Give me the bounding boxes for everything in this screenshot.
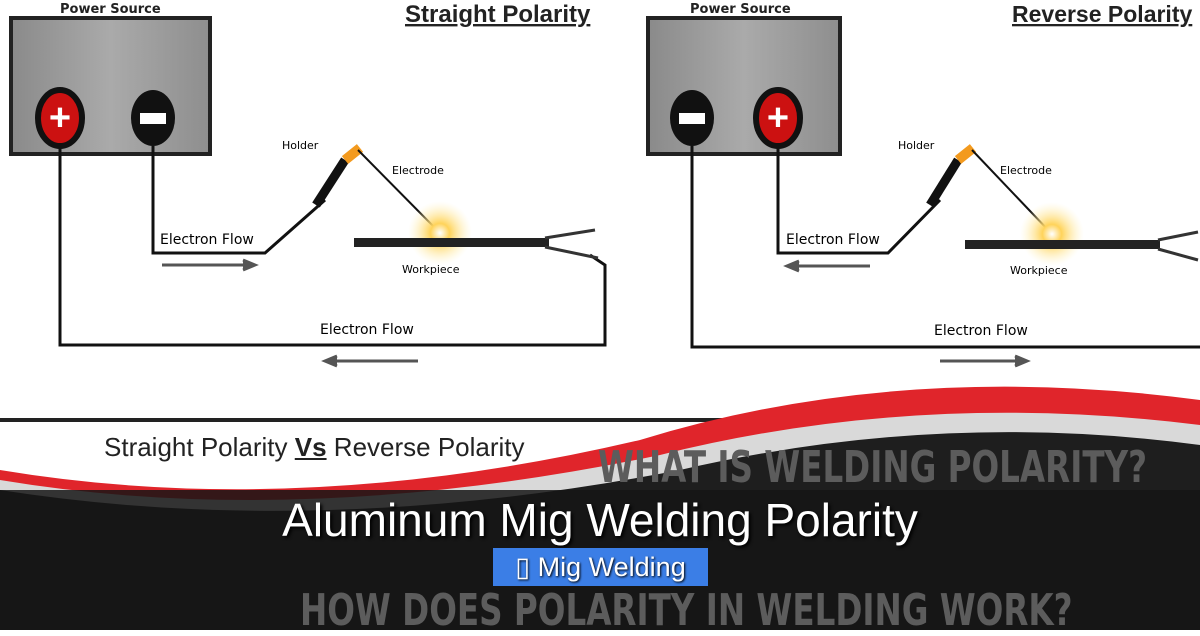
svg-text:Holder: Holder bbox=[898, 139, 935, 152]
straight-polarity-title: Straight Polarity bbox=[405, 1, 591, 28]
svg-text:Electrode: Electrode bbox=[1000, 164, 1052, 177]
arrow-right-icon bbox=[940, 354, 1031, 368]
svg-text:Electron Flow: Electron Flow bbox=[160, 232, 254, 248]
reverse-polarity-panel: Power Source + Reverse Polarity Holder E… bbox=[646, 1, 1200, 368]
holder bbox=[312, 157, 349, 208]
straight-polarity-panel: Power Source + Straight Polarity Holder … bbox=[9, 1, 607, 368]
arrow-left-icon bbox=[783, 259, 870, 273]
minus-icon bbox=[679, 113, 705, 124]
minus-icon bbox=[140, 113, 166, 124]
svg-text:Workpiece: Workpiece bbox=[1010, 264, 1068, 277]
workpiece bbox=[965, 240, 1160, 249]
svg-text:Electron Flow: Electron Flow bbox=[320, 322, 414, 338]
category-badge[interactable]: ▯ Mig Welding bbox=[493, 548, 708, 586]
diagram-caption: Straight Polarity Vs Reverse Polarity bbox=[104, 432, 525, 462]
arrow-right-icon bbox=[162, 258, 259, 272]
plus-icon: + bbox=[767, 97, 789, 139]
svg-text:Holder: Holder bbox=[282, 139, 319, 152]
svg-text:Electrode: Electrode bbox=[392, 164, 444, 177]
svg-text:Workpiece: Workpiece bbox=[402, 263, 460, 276]
svg-text:Electron Flow: Electron Flow bbox=[934, 323, 1028, 339]
power-source-label: Power Source bbox=[690, 2, 791, 17]
plus-icon: + bbox=[49, 97, 71, 139]
svg-text:Electron Flow: Electron Flow bbox=[786, 232, 880, 248]
arrow-left-icon bbox=[321, 354, 418, 368]
ground-clamp bbox=[544, 228, 599, 260]
post-title: Aluminum Mig Welding Polarity bbox=[282, 494, 918, 546]
background-headline-1: WHAT IS WELDING POLARITY? bbox=[598, 442, 1147, 493]
folder-icon: ▯ bbox=[515, 552, 531, 582]
power-source-label: Power Source bbox=[60, 2, 161, 17]
background-headline-2: HOW DOES POLARITY IN WELDING WORK? bbox=[300, 585, 1073, 636]
reverse-polarity-title: Reverse Polarity bbox=[1012, 1, 1192, 27]
workpiece bbox=[354, 238, 549, 247]
